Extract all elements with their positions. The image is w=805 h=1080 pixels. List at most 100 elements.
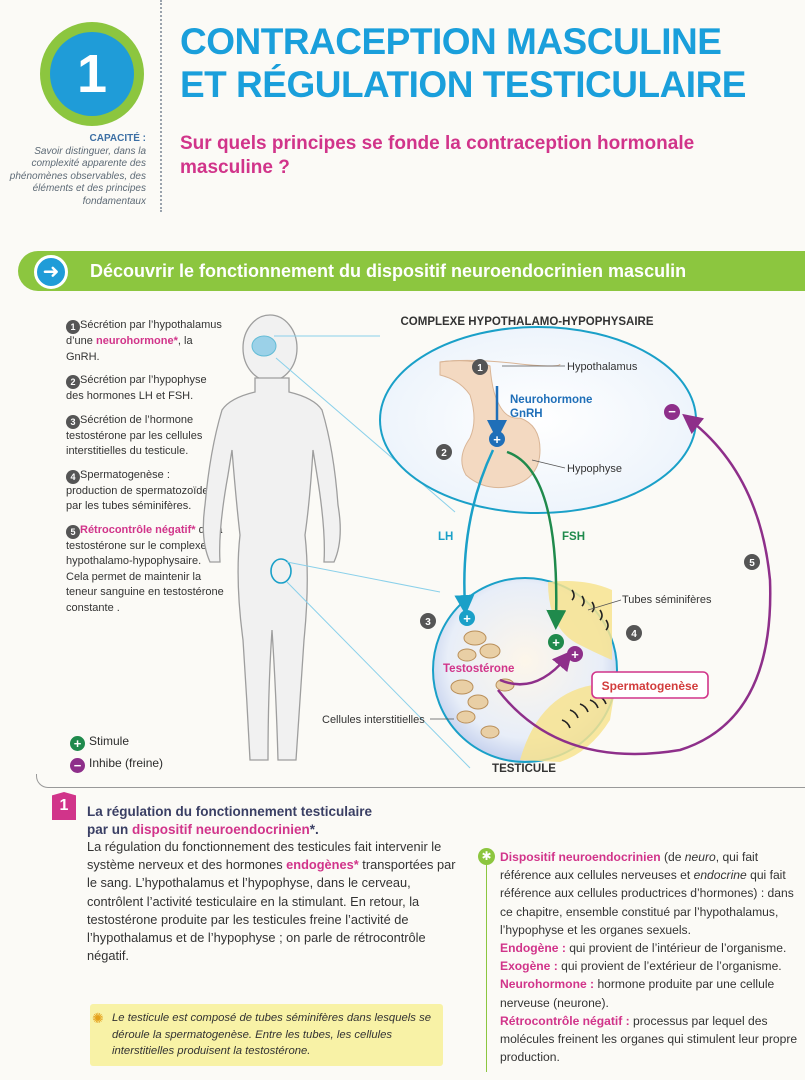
label-fsh: FSH (562, 531, 585, 543)
glossary-definition: processus par lequel des molécules frein… (500, 1013, 798, 1065)
complexe-title: COMPLEXE HYPOTHALAMO-HYPOPHYSAIRE (400, 316, 653, 328)
lh-arrow (454, 449, 495, 615)
label-tubes-seminiferes: Tubes séminifères (622, 594, 712, 606)
capacite-label: CAPACITÉ : (89, 133, 146, 144)
glossary-entry: Dispositif neuroendocrinien (de neuro, q… (500, 848, 802, 939)
legend-stimule: + Stimule (70, 730, 163, 752)
body-part-1: La régulation du fonctionnement des test… (87, 839, 442, 873)
section-body: La régulation du fonctionnement des test… (87, 838, 463, 965)
step-number-badge: 4 (66, 469, 80, 484)
question-line-2: masculine ? (180, 157, 290, 178)
step-highlight: neurohormone* (95, 335, 178, 347)
body-highlight: endogènes* (286, 857, 359, 873)
arrow-right-icon: ➜ (34, 255, 68, 289)
tube-seminifere (548, 581, 612, 660)
stimule-plus-icon (548, 634, 564, 650)
step-highlight: Rétrocontrôle négatif* (80, 523, 196, 536)
badge-3: 3 (420, 613, 436, 629)
legend-inhibe-label: Inhibe (freine) (89, 756, 164, 770)
banner-title: Découvrir le fonctionnement du dispositi… (90, 261, 687, 281)
svg-text:+: + (571, 647, 579, 662)
glossary-divider (486, 862, 487, 1072)
section-separator (36, 774, 805, 788)
label-testosterone: Testostérone (443, 663, 514, 675)
zoom-line (275, 357, 456, 513)
label-spermatogenese: Spermatogenèse (602, 679, 699, 693)
glossary-definition: qui provient de l’extérieur de l’organis… (557, 959, 782, 974)
zoom-line (286, 581, 471, 769)
section-number: 1 (52, 792, 76, 820)
badge-4: 4 (626, 625, 642, 641)
section-title: La régulation du fonctionnement testicul… (87, 803, 372, 839)
spermatogenese-box (591, 671, 709, 699)
step-text: Sécrétion par l’hypophyse des hormones L… (66, 374, 207, 402)
tube-seminifere (520, 682, 616, 762)
title-prefix: par un (87, 822, 133, 837)
svg-text:4: 4 (631, 629, 637, 640)
header-divider (160, 0, 162, 212)
svg-text:3: 3 (425, 617, 431, 628)
section-title-line-2: par un dispositif neuroendocrinien*. (87, 821, 372, 839)
glossary-term: Exogène : (500, 959, 558, 974)
glossary-term: Endogène : (500, 941, 566, 956)
zoom-line (286, 561, 441, 593)
step-text: Sécrétion par l’hypothalamus d’une (66, 319, 222, 347)
step-number-badge: 3 (66, 414, 80, 429)
svg-text:5: 5 (749, 558, 755, 569)
capacite-text: Savoir distinguer, dans la complexité ap… (9, 145, 146, 207)
minus-icon: − (70, 758, 85, 773)
step-number-badge: 1 (66, 320, 80, 334)
svg-text:1: 1 (477, 363, 483, 374)
testicle-highlight (270, 558, 292, 584)
legend: + Stimule −Inhibe (freine) (70, 730, 163, 774)
glossary-definition: qui provient de l’intérieur de l’organis… (565, 941, 787, 956)
glossary-entry: Exogène : qui provient de l’extérieur de… (500, 957, 802, 975)
label-hypophyse: Hypophyse (567, 463, 622, 475)
body-part-2: transportées par le sang. L’hypothalamus… (87, 857, 456, 964)
glossary-definition: hormone produite par une cellule nerveus… (500, 977, 775, 1010)
step-text: Sécrétion de l’hormone testostérone par … (66, 413, 203, 458)
legend-stimule-label: Stimule (89, 734, 130, 748)
glossary-term: Dispositif neuroendocrinien (500, 850, 661, 864)
section-title-line-1: La régulation du fonctionnement testicul… (87, 804, 373, 819)
glossary-entry: Neurohormone : hormone produite par une … (500, 975, 802, 1011)
question-line-1: Sur quels principes se fonde la contrace… (180, 133, 695, 154)
glossary-icon: ✱ (478, 848, 495, 865)
step-number-badge: 5 (66, 524, 80, 539)
svg-text:+: + (463, 611, 471, 626)
label-neurohormone: Neurohormone (510, 394, 592, 406)
capacite-box: CAPACITÉ : Savoir distinguer, dans la co… (4, 133, 146, 208)
plus-sign: + (493, 432, 501, 447)
spermatozoids (561, 589, 609, 729)
glossary: Dispositif neuroendocrinien (de neuro, q… (500, 848, 802, 1066)
label-testicule: TESTICULE (492, 763, 556, 775)
brain-highlight (251, 335, 277, 357)
svg-text:2: 2 (441, 448, 447, 459)
testosterone-to-tubes-arrow (499, 650, 573, 686)
leader-line (531, 459, 566, 469)
glossary-entry: Endogène : qui provient de l’intérieur d… (500, 939, 802, 957)
lightbulb-icon: ✺ (92, 1010, 104, 1026)
step-text: Spermatogenèse : production de spermatoz… (66, 468, 214, 513)
minus-sign: − (668, 404, 676, 419)
plus-icon: + (70, 736, 85, 751)
leader-line (587, 599, 622, 611)
glossary-entry: Rétrocontrôle négatif : processus par le… (500, 1012, 802, 1067)
label-cellules-interstitielles: Cellules interstitielles (322, 714, 425, 726)
regulation-diagram: COMPLEXE HYPOTHALAMO-HYPOPHYSAIRE Neuroh… (202, 314, 772, 775)
glossary-definition: (de neuro, qui fait référence aux cellul… (500, 850, 794, 937)
chapter-number: 1 (50, 32, 134, 116)
label-gnrh: GnRH (510, 408, 543, 420)
label-hypothalamus: Hypothalamus (567, 361, 638, 373)
page-title: CONTRACEPTION MASCULINE ET RÉGULATION TE… (180, 20, 800, 106)
stimule-plus-icon (459, 610, 475, 626)
cellules-interstitielles-shapes (450, 630, 515, 739)
hint-box: Le testicule est composé de tubes sémini… (90, 1004, 443, 1066)
title-highlight: dispositif neuroendocrinien (132, 822, 310, 837)
step-number-badge: 2 (66, 375, 80, 389)
stimule-plus-icon (567, 646, 583, 662)
